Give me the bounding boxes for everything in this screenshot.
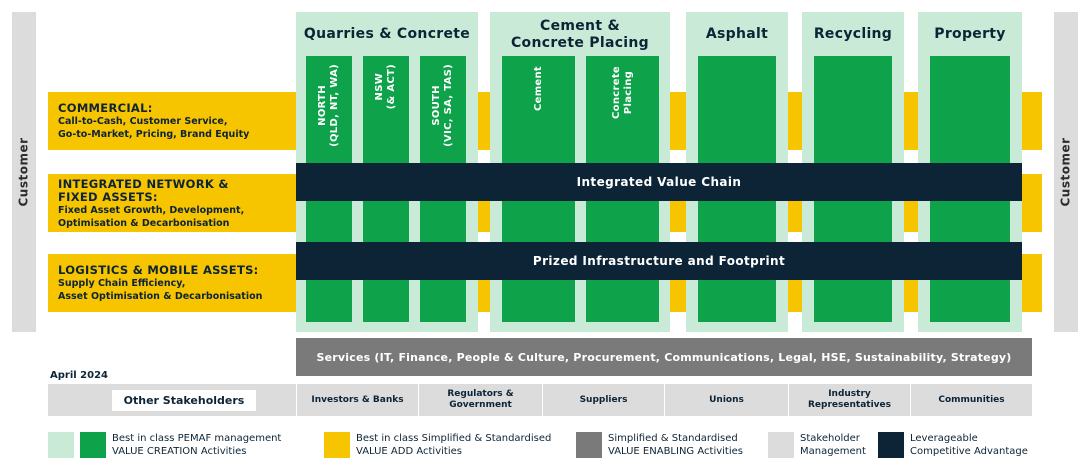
legend-text-stakeholder: Stakeholder Management: [800, 432, 866, 458]
column-nsw-label: NSW (& ACT): [374, 64, 398, 109]
customer-bar-left: Customer: [12, 12, 36, 332]
north-line-2: (QLD, NT, WA): [329, 64, 340, 147]
legend-swatch-light-grey: [768, 432, 794, 458]
stakeholder-industry-representatives: Industry Representatives: [788, 384, 910, 416]
services-bar: Services (IT, Finance, People & Culture,…: [296, 338, 1032, 376]
integrated-network-heading-2: FIXED ASSETS:: [58, 190, 158, 204]
cement-title-line-1: Cement &: [540, 18, 620, 34]
nsw-line-1: NSW: [374, 72, 385, 101]
concrete-placing-line-2: Placing: [622, 70, 634, 115]
integrated-network-line-1: Fixed Asset Growth, Development,: [58, 205, 245, 216]
legend-4-line-1: Leverageable: [910, 433, 978, 444]
stakeholder-1-line-2: Government: [449, 400, 512, 410]
stakeholder-investors-banks: Investors & Banks: [296, 384, 418, 416]
legend: Best in class PEMAF management VALUE CRE…: [48, 430, 1038, 460]
stakeholder-2-line-1: Suppliers: [579, 394, 628, 405]
legend-1-line-1: Best in class Simplified & Standardised: [356, 433, 552, 444]
cement-col-line-1: Cement: [532, 66, 544, 112]
stakeholder-suppliers: Suppliers: [542, 384, 664, 416]
commercial-line-1: Call-to-Cash, Customer Service,: [58, 116, 228, 127]
stakeholders-row: Other Stakeholders Investors & Banks Reg…: [48, 384, 1032, 416]
stakeholder-regulators-government: Regulators & Government: [418, 384, 542, 416]
date-label: April 2024: [50, 370, 108, 381]
south-line-2: (VIC, SA, TAS): [443, 64, 454, 147]
prized-infrastructure-bar: Prized Infrastructure and Footprint: [296, 242, 1022, 280]
column-south-label: SOUTH (VIC, SA, TAS): [431, 64, 455, 147]
stakeholder-4-line-1: Industry: [828, 389, 871, 399]
stakeholder-communities: Communities: [910, 384, 1032, 416]
legend-swatch-navy: [878, 432, 904, 458]
cement-title: Cement & Concrete Placing: [490, 18, 670, 52]
legend-text-value-creation: Best in class PEMAF management VALUE CRE…: [112, 432, 281, 458]
other-stakeholders-label: Other Stakeholders: [112, 390, 256, 411]
logistics-line-1: Supply Chain Efficiency,: [58, 278, 186, 289]
recycling-title: Recycling: [813, 26, 893, 42]
legend-4-line-2: Competitive Advantage: [910, 446, 1028, 457]
integrated-network-heading: INTEGRATED NETWORK &: [58, 177, 229, 191]
column-cement-label: Cement: [533, 66, 545, 111]
north-line-1: NORTH: [317, 85, 328, 126]
legend-0-line-1: Best in class PEMAF management: [112, 433, 282, 444]
cement-title-line-2: Concrete Placing: [510, 35, 649, 51]
customer-bar-right: Customer: [1054, 12, 1078, 332]
legend-swatch-green: [80, 432, 106, 458]
commercial-heading: COMMERCIAL:: [58, 101, 153, 115]
nsw-line-2: (& ACT): [386, 64, 397, 110]
legend-1-line-2: VALUE ADD Activities: [356, 446, 462, 457]
column-concrete-placing-label: Concrete Placing: [611, 66, 635, 119]
legend-3-line-2: Management: [800, 446, 866, 457]
customer-right-label: Customer: [1059, 137, 1074, 207]
integrated-network-band-text: INTEGRATED NETWORK & FIXED ASSETS: Fixed…: [58, 178, 294, 230]
commercial-line-2: Go-to-Market, Pricing, Brand Equity: [58, 129, 250, 140]
property-title: Property: [934, 26, 1006, 42]
legend-text-competitive-advantage: Leverageable Competitive Advantage: [910, 432, 1028, 458]
logistics-line-2: Asset Optimisation & Decarbonisation: [58, 291, 263, 302]
legend-swatch-light-green: [48, 432, 74, 458]
legend-swatch-yellow: [324, 432, 350, 458]
logistics-heading: LOGISTICS & MOBILE ASSETS:: [58, 263, 259, 277]
logistics-band-text: LOGISTICS & MOBILE ASSETS: Supply Chain …: [58, 264, 294, 303]
stakeholder-4-line-2: Representatives: [808, 400, 891, 410]
quarries-title: Quarries & Concrete: [303, 26, 471, 42]
stakeholder-0-line-1: Investors & Banks: [311, 394, 404, 405]
asphalt-title: Asphalt: [705, 26, 769, 42]
integrated-value-chain-bar: Integrated Value Chain: [296, 163, 1022, 201]
legend-3-line-1: Stakeholder: [800, 433, 860, 444]
column-north-label: NORTH (QLD, NT, WA): [317, 64, 341, 147]
legend-text-value-enabling: Simplified & Standardised VALUE ENABLING…: [608, 432, 743, 458]
integrated-network-line-2: Optimisation & Decarbonisation: [58, 218, 230, 229]
stakeholder-1-line-1: Regulators &: [447, 389, 514, 399]
legend-2-line-2: VALUE ENABLING Activities: [608, 446, 743, 457]
legend-2-line-1: Simplified & Standardised: [608, 433, 738, 444]
stakeholder-unions: Unions: [664, 384, 788, 416]
commercial-band-text: COMMERCIAL: Call-to-Cash, Customer Servi…: [58, 102, 294, 141]
concrete-placing-line-1: Concrete: [610, 66, 622, 119]
stakeholder-3-line-1: Unions: [709, 394, 744, 405]
legend-0-line-2: VALUE CREATION Activities: [112, 446, 247, 457]
legend-text-value-add: Best in class Simplified & Standardised …: [356, 432, 551, 458]
south-line-1: SOUTH: [431, 85, 442, 126]
legend-swatch-grey: [576, 432, 602, 458]
customer-left-label: Customer: [17, 137, 32, 207]
stakeholder-5-line-1: Communities: [938, 394, 1005, 405]
